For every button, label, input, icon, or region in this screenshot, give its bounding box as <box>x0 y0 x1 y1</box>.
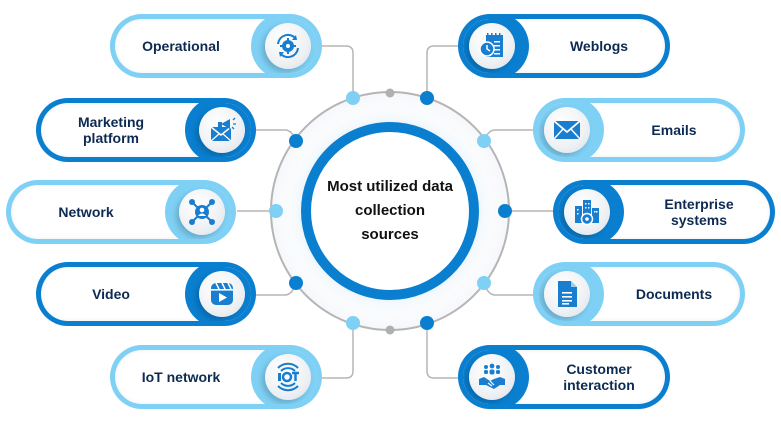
ring-node <box>477 276 491 290</box>
source-label: Operational <box>142 38 220 54</box>
ring-node <box>269 204 283 218</box>
source-iot-network: IoT network <box>110 345 322 409</box>
source-enterprise-systems: Enterprise systems <box>553 180 775 244</box>
center-circle: Most utilized data collection sources <box>301 122 479 300</box>
source-label: IoT network <box>141 369 221 385</box>
source-documents: Documents <box>533 262 745 326</box>
ring-node <box>346 91 360 105</box>
gear-cycle-icon <box>265 23 311 69</box>
source-label: Documents <box>635 286 713 302</box>
handshake-people-icon <box>469 354 515 400</box>
connector-weblogs <box>426 45 458 92</box>
calendar-clock-icon <box>469 23 515 69</box>
document-icon <box>544 271 590 317</box>
ring-node <box>477 134 491 148</box>
source-customer-interaction: Customer interaction <box>458 345 670 409</box>
source-label: Marketing platform <box>77 114 145 146</box>
source-marketing-platform: Marketing platform <box>36 98 256 162</box>
network-user-icon <box>179 189 225 235</box>
connector-operational <box>322 45 354 92</box>
megaphone-envelope-icon <box>199 107 245 153</box>
ring-node <box>498 204 512 218</box>
source-video: Video <box>36 262 256 326</box>
source-label: Weblogs <box>569 38 629 54</box>
ring-node <box>385 88 395 98</box>
center-title: Most utilized data collection sources <box>327 178 453 243</box>
ring-node <box>420 316 434 330</box>
source-label: Video <box>92 286 130 302</box>
ring-node <box>289 276 303 290</box>
source-weblogs: Weblogs <box>458 14 670 78</box>
source-label: Enterprise systems <box>664 196 734 228</box>
source-network: Network <box>6 180 236 244</box>
ring-node <box>385 325 395 335</box>
connector-iot <box>322 330 354 379</box>
envelope-icon <box>544 107 590 153</box>
ring-node <box>346 316 360 330</box>
buildings-gear-icon <box>564 189 610 235</box>
source-emails: Emails <box>533 98 745 162</box>
ring-node <box>289 134 303 148</box>
source-label: Customer interaction <box>563 361 635 393</box>
source-label: Emails <box>651 122 697 138</box>
ring-node <box>420 91 434 105</box>
source-label: Network <box>58 204 114 220</box>
connector-customer <box>426 330 458 379</box>
iot-icon <box>265 354 311 400</box>
source-operational: Operational <box>110 14 322 78</box>
video-clapper-icon <box>199 271 245 317</box>
